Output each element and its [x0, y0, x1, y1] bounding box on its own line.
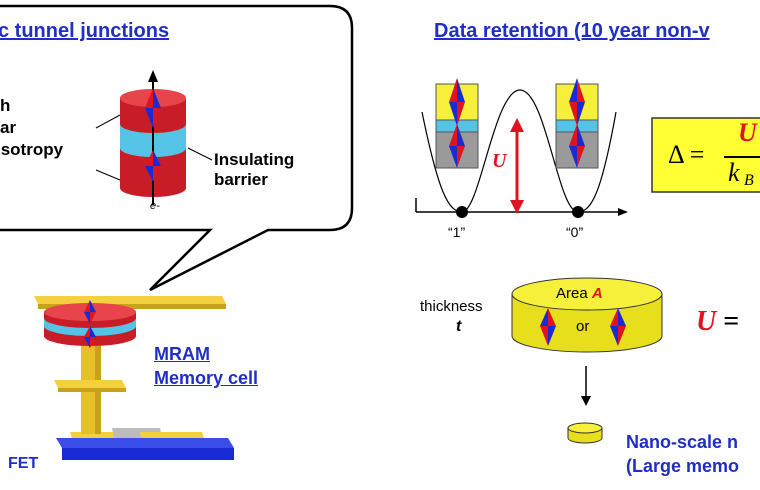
magnet-state-1 — [435, 78, 479, 169]
left-title: c tunnel junctions — [0, 20, 170, 42]
callout-text-line2: ar — [0, 118, 17, 137]
u-formula-equals: = — [723, 306, 740, 337]
fet-label: FET — [8, 455, 39, 472]
u-formula: U = — [696, 306, 739, 338]
or-label: or — [576, 318, 590, 335]
energy-arrow-icon — [510, 118, 524, 214]
nano-disk — [567, 422, 603, 444]
energy-symbol: U — [492, 150, 507, 172]
thickness-symbol: t — [456, 318, 462, 335]
thickness-label: thickness — [420, 298, 483, 315]
nanoscale-label-line1: Nano-scale n — [626, 432, 739, 452]
state-0-ball — [572, 206, 584, 218]
energy-landscape — [415, 89, 628, 218]
spin-arrow-icon — [145, 88, 161, 128]
state-1-label: “1” — [448, 224, 466, 240]
delta-formula-box — [651, 117, 760, 193]
area-symbol: A — [591, 285, 603, 302]
delta-denominator-sub: B — [744, 172, 754, 189]
area-label: Area A — [556, 285, 603, 302]
state-1-ball — [456, 206, 468, 218]
magnet-state-0 — [555, 78, 599, 169]
delta-numerator: U — [738, 118, 757, 147]
callout-text-line1: h — [0, 96, 11, 115]
memory-cell-label: Memory cell — [154, 368, 259, 388]
nanoscale-label-line2: (Large memo — [626, 456, 740, 476]
mram-cell — [34, 296, 234, 460]
state-0-label: “0” — [566, 224, 584, 240]
electron-label: e- — [150, 200, 160, 212]
area-word: Area — [556, 285, 588, 302]
delta-formula-left: Δ = — [668, 140, 705, 169]
insulating-barrier-label: Insulating barrier — [214, 150, 295, 189]
mram-label: MRAM — [154, 344, 210, 364]
delta-denominator: k — [728, 158, 740, 187]
spin-arrow-icon — [145, 150, 161, 182]
callout-text-line3: isotropy — [0, 140, 64, 159]
right-title: Data retention (10 year non-v — [434, 20, 710, 42]
u-formula-symbol: U — [696, 306, 717, 337]
free-layer-disk — [511, 277, 663, 353]
